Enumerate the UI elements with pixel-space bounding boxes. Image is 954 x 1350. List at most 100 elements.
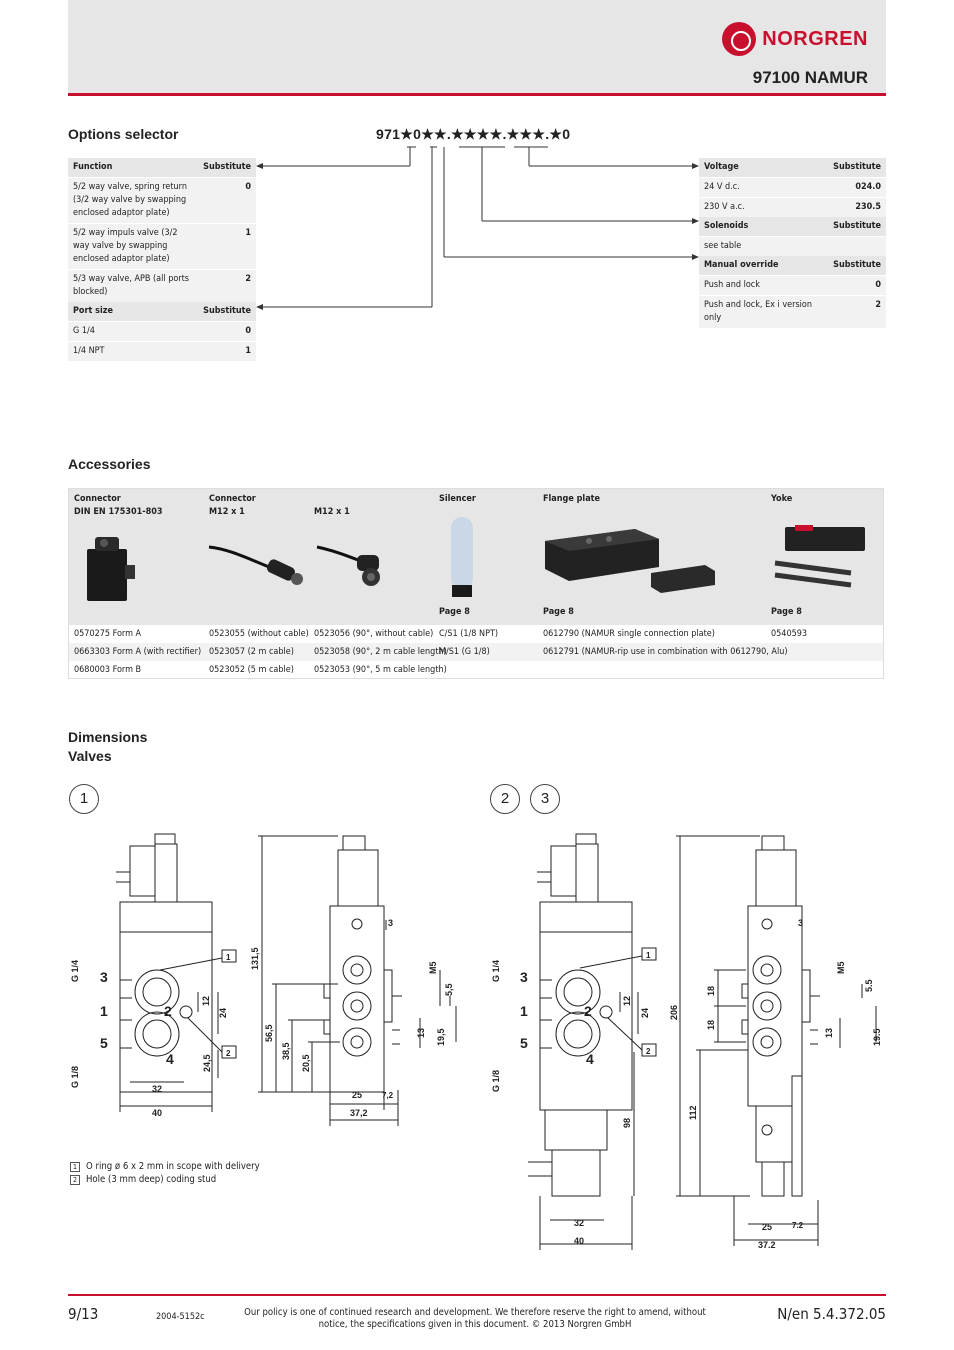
acc-row-1: 0570275 Form A 0523055 (without cable) 0… — [69, 625, 883, 643]
dimensions-heading: Dimensions — [68, 729, 148, 745]
acc-col-title-connector-m12: Connector M12 x 1 — [209, 494, 256, 517]
option-substitute — [828, 236, 886, 256]
dim-label: 25 — [352, 1090, 362, 1100]
port-label: 2 — [584, 1003, 592, 1019]
option-substitute: Substitute — [828, 217, 886, 237]
option-label: 5/3 way valve, APB (all ports blocked) — [68, 269, 199, 302]
option-substitute: Substitute — [828, 158, 886, 178]
dim-label: 24 — [218, 1008, 228, 1018]
document-title: 97100 NAMUR — [752, 68, 868, 87]
page-number: 9/13 — [68, 1305, 99, 1323]
options-heading: Options selector — [68, 126, 179, 142]
dim-label: 40 — [152, 1108, 162, 1118]
option-row: see table — [699, 236, 886, 256]
dim-label: G 1/8 — [70, 1066, 80, 1088]
option-label: G 1/4 — [68, 321, 199, 342]
acc-page-flange: Page 8 — [543, 607, 574, 617]
dim-label: 37.2 — [758, 1240, 776, 1250]
variant-circle-1: 1 — [69, 784, 99, 814]
dim-label: 40 — [574, 1236, 584, 1246]
option-substitute: Substitute — [828, 256, 886, 276]
acc-col-title-silencer: Silencer — [439, 494, 476, 504]
option-label: Push and lock — [699, 275, 829, 296]
option-row: 5/2 way impuls valve (3/2 way valve by s… — [68, 223, 256, 270]
port-label: 5 — [520, 1035, 528, 1051]
acc-col-title-connector-din: Connector DIN EN 175301-803 — [74, 494, 163, 517]
callout-label: 1 — [226, 953, 231, 962]
dim-label: 112 — [688, 1105, 698, 1120]
dim-label: 98 — [622, 1118, 632, 1128]
option-label: Push and lock, Ex i version only — [699, 295, 829, 328]
option-substitute: 0 — [198, 177, 256, 224]
option-substitute: 024.0 — [828, 177, 886, 198]
acc-cell: 0663303 Form A (with rectifier) — [74, 647, 202, 657]
dim-label: 38,5 — [281, 1042, 291, 1060]
dim-label: 7.2 — [792, 1221, 804, 1230]
acc-cell: 0523053 (90°, 5 m cable length) — [314, 665, 447, 675]
flange-plate-image — [545, 529, 715, 593]
dim-label: 18 — [706, 1020, 716, 1030]
option-label: 24 V d.c. — [699, 177, 829, 198]
accessory-images — [87, 517, 865, 601]
port-label: 5 — [100, 1035, 108, 1051]
policy-text: Our policy is one of continued research … — [244, 1307, 706, 1330]
port-label: 3 — [100, 969, 108, 985]
dim-label: 12 — [201, 996, 211, 1006]
dim-label: 18 — [706, 986, 716, 996]
dim-label: 12 — [622, 996, 632, 1006]
acc-cell: C/S1 (1/8 NPT) — [439, 629, 499, 639]
acc-cell: 0523052 (5 m cable) — [209, 665, 294, 675]
acc-cell: 0680003 Form B — [74, 665, 142, 675]
acc-cell: 0612790 (NAMUR single connection plate) — [543, 629, 715, 639]
port-label: 4 — [166, 1051, 174, 1067]
dim-label: 56,5 — [264, 1024, 274, 1042]
option-substitute: Substitute — [198, 158, 256, 178]
brand-name: NORGREN — [762, 27, 868, 50]
note-text: O ring ø 6 x 2 mm in scope with delivery — [86, 1161, 260, 1172]
option-row: 24 V d.c.024.0 — [699, 177, 886, 198]
dim-label: 19,5 — [436, 1028, 446, 1046]
yoke-image — [774, 525, 865, 588]
dim-label: 32 — [152, 1084, 162, 1094]
acc-cell: 0523055 (without cable) — [209, 629, 309, 639]
acc-cell: 0523056 (90°, without cable) — [314, 629, 434, 639]
acc-row-3: 0680003 Form B 0523052 (5 m cable) 05230… — [69, 661, 883, 679]
option-row: 230 V a.c.230.5 — [699, 197, 886, 217]
acc-cell: 0570275 Form A — [74, 629, 142, 639]
variant-circle-2: 2 — [490, 784, 520, 814]
options-connector-lines — [256, 146, 699, 310]
option-label: 230 V a.c. — [699, 197, 829, 217]
document-code: 2004-5152c — [156, 1312, 205, 1322]
acc-page-silencer: Page 8 — [439, 607, 470, 617]
dim-label: 5.5 — [864, 979, 874, 992]
callout-label: 2 — [226, 1049, 231, 1058]
accessories-header-band: Connector DIN EN 175301-803 Connector M1… — [69, 489, 883, 625]
dim-label: 24 — [640, 1008, 650, 1018]
acc-row-2: 0663303 Form A (with rectifier) 0523057 … — [69, 643, 883, 661]
dim-label: 32 — [574, 1218, 584, 1228]
catalogue-reference: N/en 5.4.372.05 — [777, 1305, 886, 1323]
acc-cell: M/S1 (G 1/8) — [439, 647, 490, 657]
acc-cell: 0523057 (2 m cable) — [209, 647, 294, 657]
dim-label: M5 — [428, 961, 438, 974]
option-label: 5/2 way valve, spring return (3/2 way va… — [68, 177, 199, 224]
option-label: 1/4 NPT — [68, 341, 199, 361]
dim-label: M5 — [836, 961, 846, 974]
footer-divider — [68, 1294, 886, 1296]
norgren-globe-icon — [722, 22, 757, 56]
option-substitute: 2 — [828, 295, 886, 328]
option-label: Port size — [68, 302, 199, 322]
din-connector-image — [87, 537, 135, 601]
option-substitute: 230.5 — [828, 197, 886, 217]
port-label: 2 — [164, 1003, 172, 1019]
port-label: 3 — [520, 969, 528, 985]
port-label: 1 — [520, 1003, 528, 1019]
